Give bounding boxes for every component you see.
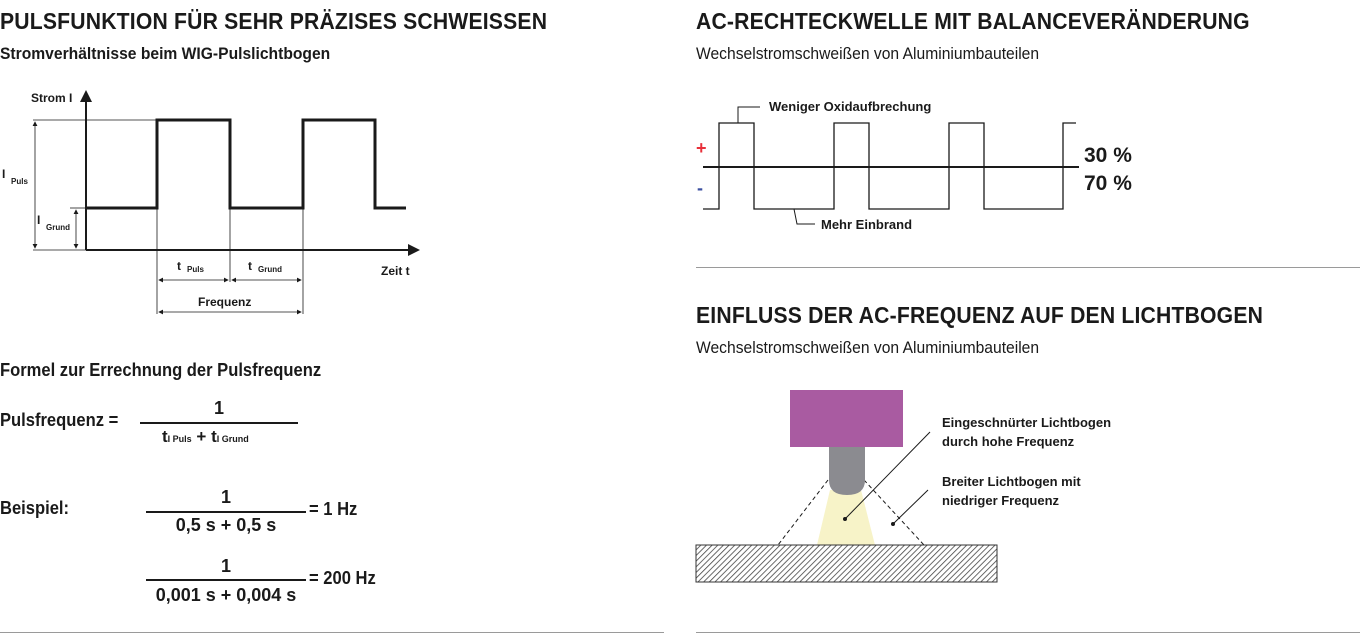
torch-body (790, 390, 903, 447)
i-grund-label: I (37, 213, 40, 227)
label-wide-line1: Breiter Lichtbogen mit (942, 474, 1081, 489)
formula-heading: Formel zur Errechnung der Pulsfrequenz (0, 360, 322, 380)
pulse-waveform-diagram: Strom I Zeit t I Puls I Grund t Puls t G… (2, 90, 420, 315)
example-label: Beispiel: (0, 498, 70, 518)
negative-percentage: 70 % (1084, 172, 1132, 195)
right-middle-divider (696, 267, 1360, 268)
i-grund-sub: Grund (46, 223, 70, 232)
example-2-result: = 200 Hz (309, 568, 376, 588)
ac-wave-title: AC-RECHTECKWELLE MIT BALANCEVERÄNDERUNG (696, 8, 1250, 34)
positive-percentage: 30 % (1084, 144, 1132, 167)
ac-wave-subtitle: Wechselstromschweißen von Aluminiumbaute… (696, 44, 1040, 63)
formula-denominator: tI Puls + tI Grund (162, 427, 249, 446)
callout-top-line (737, 106, 760, 123)
example-2-denominator: 0,001 s + 0,004 s (155, 585, 297, 605)
pulse-waveform (86, 118, 406, 210)
right-bottom-divider (696, 632, 1360, 633)
formula-numerator: 1 (213, 398, 224, 418)
example-2-fraction-bar (146, 579, 306, 581)
i-puls-sub: Puls (11, 177, 28, 186)
label-narrow-line2: durch hohe Frequenz (942, 434, 1075, 449)
callout-bottom-text: Mehr Einbrand (821, 217, 912, 232)
example-1-denominator: 0,5 s + 0,5 s (175, 515, 277, 535)
example-1-result: = 1 Hz (309, 499, 358, 519)
pointer-wide (892, 489, 929, 525)
arc-frequency-diagram: Eingeschnürter Lichtbogen durch hohe Fre… (695, 390, 1111, 583)
ac-frequency-title: EINFLUSS DER AC-FREQUENZ AUF DEN LICHTBO… (696, 302, 1264, 328)
t-puls-sub: Puls (187, 265, 204, 274)
formula-fraction-bar (140, 422, 298, 424)
pulse-section-title: PULSFUNKTION FÜR SEHR PRÄZISES SCHWEISSE… (0, 8, 548, 34)
workpiece (695, 544, 998, 583)
formula-lhs: Pulsfrequenz = (0, 410, 119, 430)
example-1-fraction-bar (146, 511, 306, 513)
wide-arc-right-edge (863, 479, 925, 546)
example-1-numerator: 1 (220, 487, 231, 507)
y-axis-label: Strom I (31, 91, 72, 105)
pointer-narrow (844, 431, 931, 520)
ac-frequency-subtitle: Wechselstromschweißen von Aluminiumbaute… (696, 338, 1040, 357)
ac-waveform (703, 122, 1076, 210)
t-puls-label: t (177, 259, 181, 273)
label-wide-line2: niedriger Frequenz (942, 493, 1060, 508)
label-narrow-line1: Eingeschnürter Lichtbogen (942, 415, 1111, 430)
i-puls-label: I (2, 167, 5, 181)
pulse-section-subtitle: Stromverhältnisse beim WIG-Pulslichtboge… (0, 44, 331, 63)
tungsten-electrode (829, 447, 865, 495)
minus-sign: - (697, 178, 703, 198)
t-grund-label: t (248, 259, 252, 273)
plus-sign: + (696, 138, 707, 158)
t-grund-sub: Grund (258, 265, 282, 274)
example-2-numerator: 1 (220, 556, 231, 576)
frequenz-label: Frequenz (198, 295, 251, 309)
callout-top-text: Weniger Oxidaufbrechung (769, 99, 931, 114)
ac-square-wave-diagram: Weniger Oxidaufbrechung Mehr Einbrand + … (696, 99, 1132, 232)
left-bottom-divider (0, 632, 664, 633)
x-axis-label: Zeit t (381, 264, 410, 278)
callout-bottom-line (793, 208, 815, 225)
